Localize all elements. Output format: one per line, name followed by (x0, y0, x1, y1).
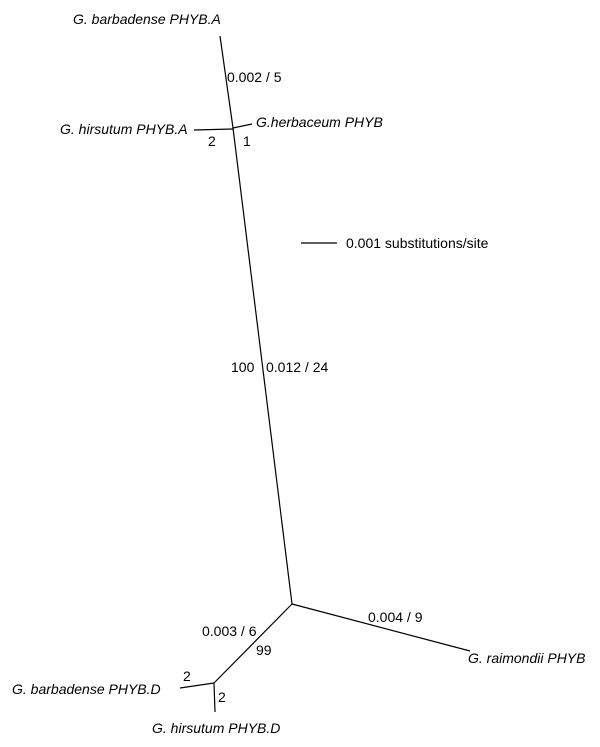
branch-label-internal-length: 0.012 / 24 (266, 359, 328, 375)
taxon-label-hirsutum-d: G. hirsutum PHYB.D (152, 720, 280, 736)
taxon-label-herbaceum: G.herbaceum PHYB (256, 114, 383, 130)
branch-label-internal-support: 100 (231, 359, 255, 375)
branch-barbadense-d (179, 682, 215, 689)
branch-label-hirsutum-a: 2 (208, 133, 216, 149)
taxon-label-barbadense-a: G. barbadense PHYB.A (73, 11, 221, 27)
branch-barbadense-a (219, 35, 234, 129)
branch-label-barbadense-a: 0.002 / 5 (227, 69, 282, 85)
taxon-label-hirsutum-a: G. hirsutum PHYB.A (60, 121, 188, 137)
branch-label-hirsutum-d: 2 (218, 689, 226, 705)
taxon-label-raimondii: G. raimondii PHYB (468, 650, 585, 666)
branch-raimondii (291, 603, 471, 652)
branch-internal-long (232, 127, 293, 605)
branch-label-raimondii: 0.004 / 9 (368, 609, 423, 625)
branch-herbaceum (232, 123, 253, 129)
branch-label-herbaceum: 1 (243, 133, 251, 149)
taxon-label-barbadense-d: G. barbadense PHYB.D (12, 681, 161, 697)
branch-label-barbadense-d: 2 (183, 668, 191, 684)
branch-hirsutum-a (193, 128, 234, 131)
branch-d-internal (213, 603, 293, 684)
scale-bar-label: 0.001 substitutions/site (346, 235, 489, 251)
branch-label-d-internal-support: 99 (256, 642, 272, 658)
branch-label-d-internal-length: 0.003 / 6 (202, 623, 257, 639)
branch-hirsutum-d (213, 682, 216, 713)
